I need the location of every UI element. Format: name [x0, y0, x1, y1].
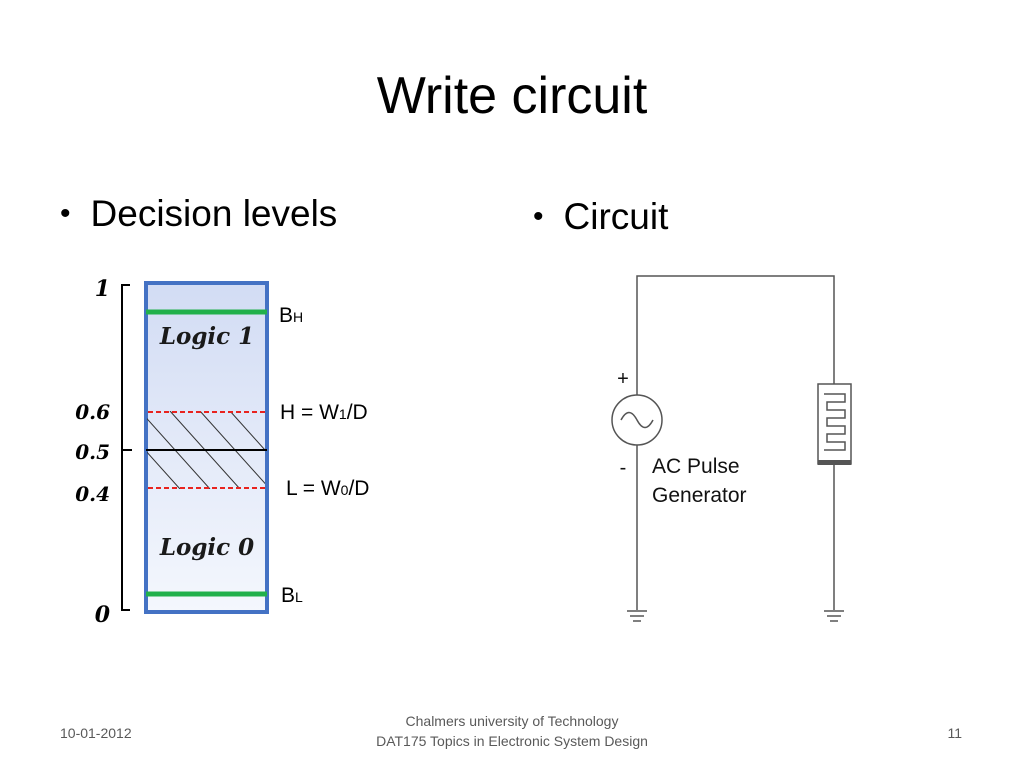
decision-levels-diagram: 1 0.6 0.5 0.4 0 Logic 1 Logic 0 BH H = W…: [75, 276, 369, 628]
ground-right-icon: [824, 610, 844, 622]
bullet-decision-levels-text: Decision levels: [90, 193, 338, 234]
bullet-circuit: • Circuit: [533, 195, 668, 239]
axis-bracket: [121, 284, 130, 611]
tick-label-0-5: 0.5: [75, 440, 110, 464]
minus-label: -: [620, 457, 627, 479]
bh-label: BH: [279, 304, 303, 327]
h-label: H = W1/D: [280, 401, 368, 424]
tick-label-0-6: 0.6: [75, 400, 110, 424]
ground-left-icon: [627, 610, 647, 622]
slide-number: 11: [947, 725, 962, 741]
plus-label: +: [617, 368, 629, 390]
ac-pulse-label: AC Pulse: [652, 455, 740, 478]
meander-resistor-icon: [817, 383, 852, 465]
bullet-dot-icon: •: [533, 200, 544, 233]
bullet-dot-icon: •: [60, 197, 71, 230]
l-label: L = W0/D: [286, 477, 369, 500]
generator-label: Generator: [652, 484, 747, 507]
footer-center: Chalmers university of Technology DAT175…: [312, 711, 712, 751]
tick-label-0-4: 0.4: [75, 482, 110, 506]
footer-date: 10-01-2012: [60, 725, 132, 741]
level-column: [144, 281, 269, 614]
slide-title: Write circuit: [376, 67, 648, 125]
circuit-diagram: + - AC Pulse Generator: [611, 275, 852, 622]
logic-0-label: Logic 0: [159, 534, 254, 561]
footer-org: Chalmers university of Technology: [405, 713, 619, 729]
tick-label-1: 1: [95, 276, 110, 302]
sine-wave-icon: [620, 411, 654, 429]
bl-label: BL: [281, 584, 303, 607]
tick-label-0: 0: [95, 602, 111, 628]
footer-course: DAT175 Topics in Electronic System Desig…: [376, 733, 648, 749]
bullet-decision-levels: • Decision levels: [60, 192, 337, 236]
circuit-wire: [636, 275, 835, 610]
bullet-circuit-text: Circuit: [563, 196, 669, 237]
logic-1-label: Logic 1: [159, 323, 254, 350]
